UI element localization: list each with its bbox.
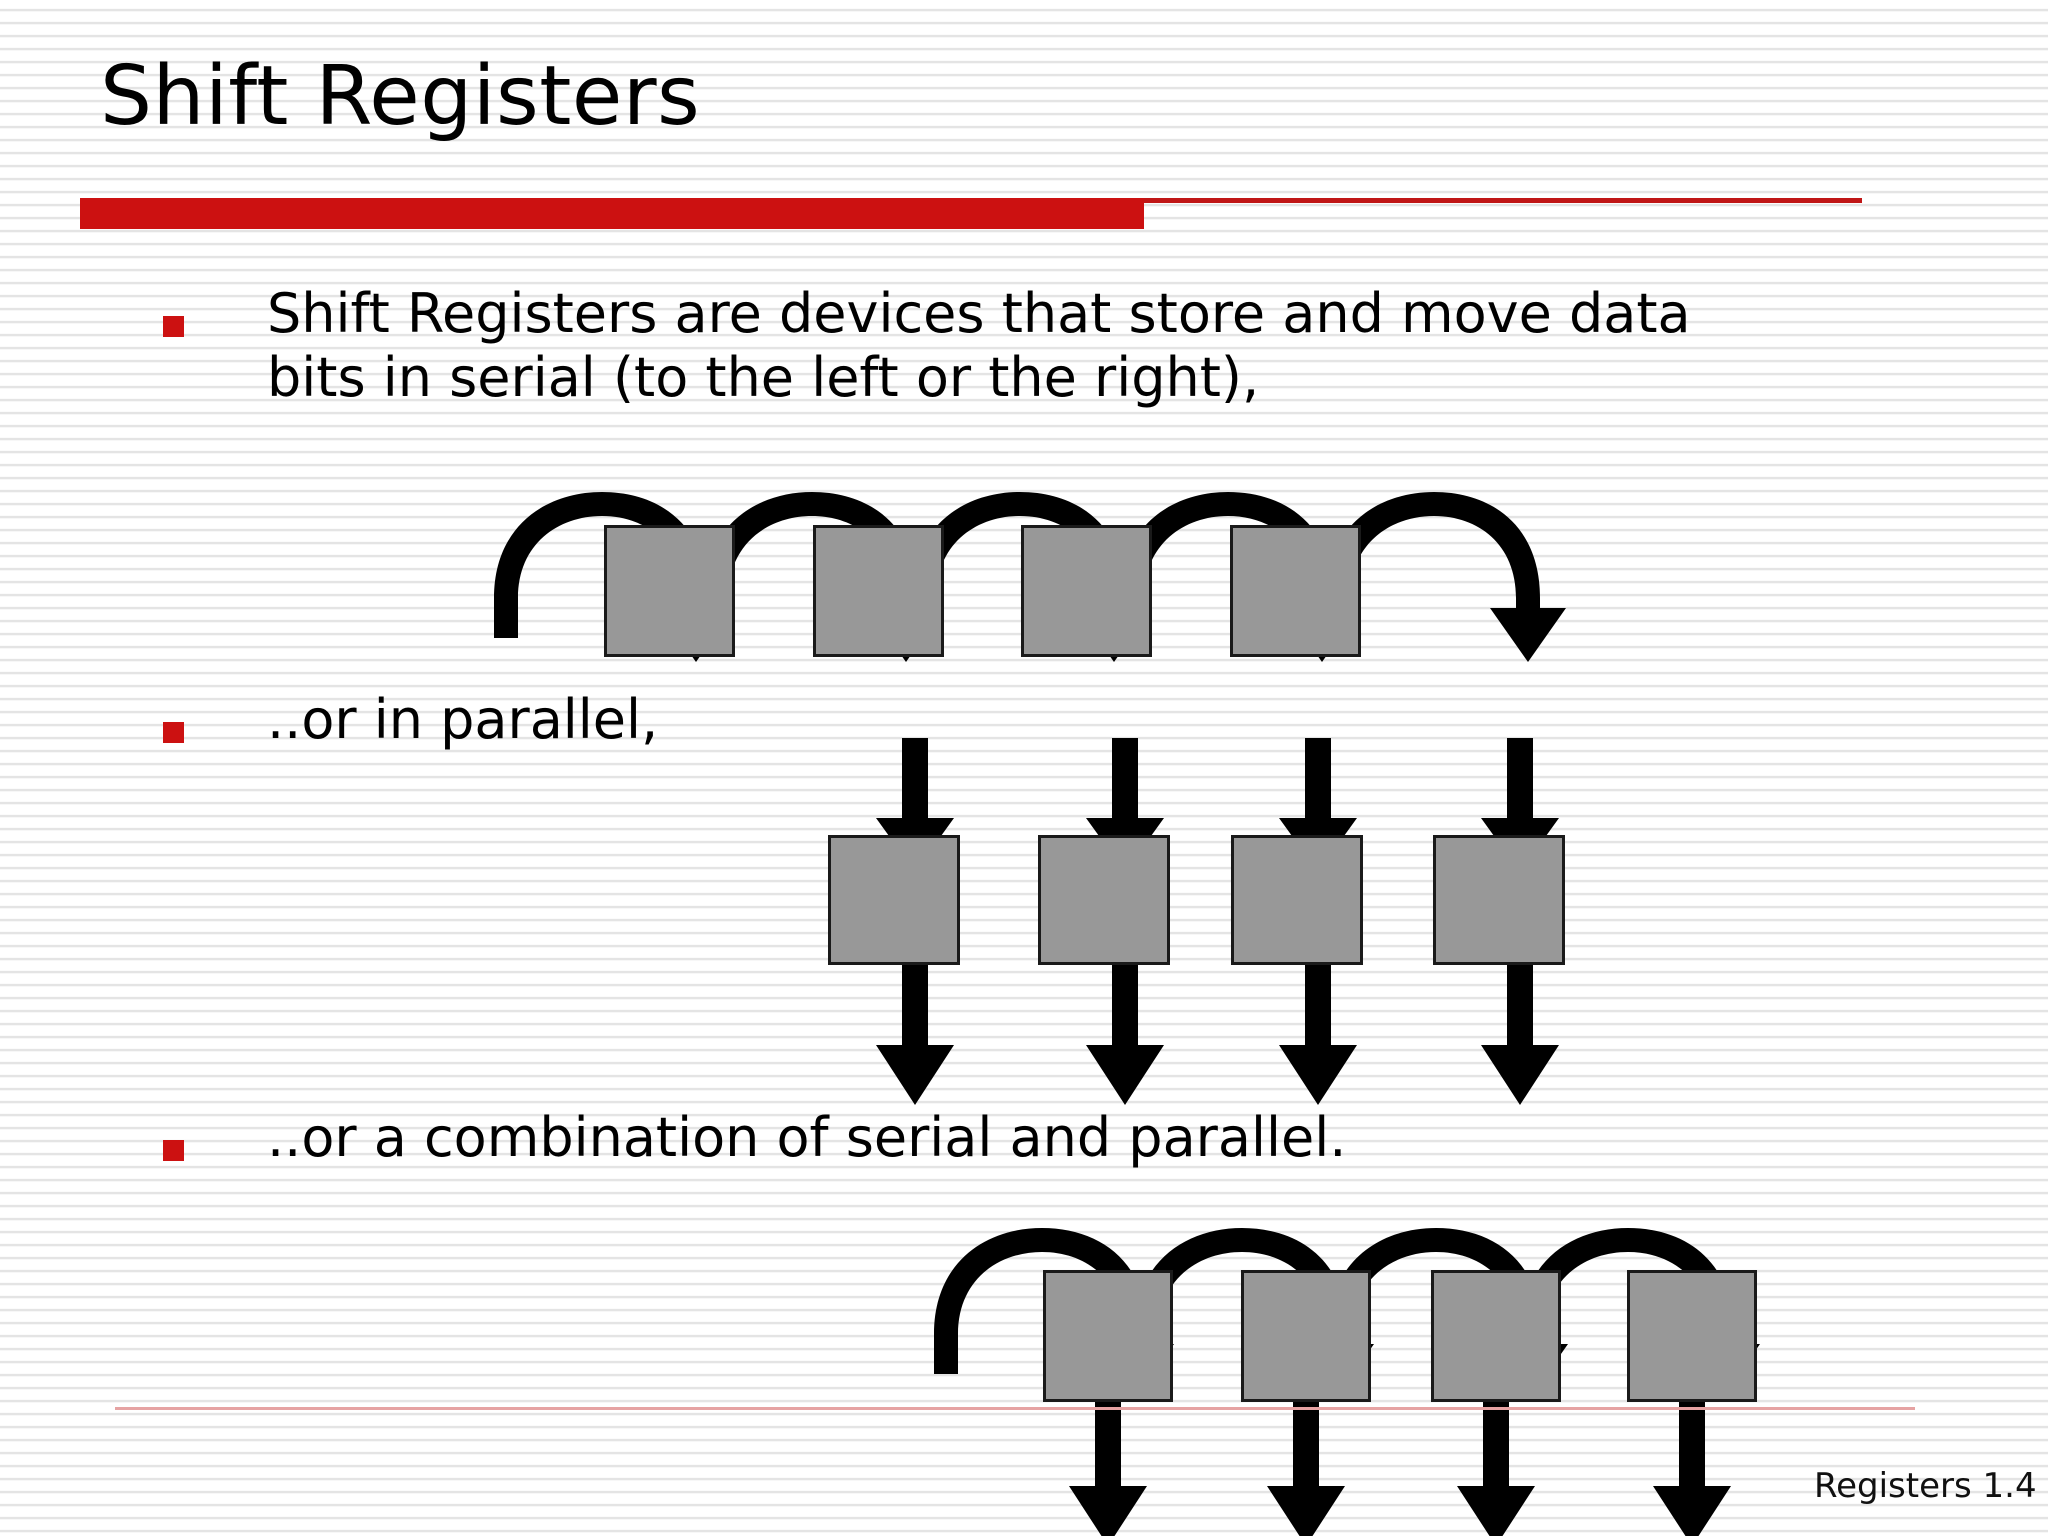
page-title: Shift Registers [100,49,701,144]
register-cell [1043,1270,1173,1402]
footer-label: Registers 1.4 [1814,1466,2037,1506]
footer-divider [115,1407,1915,1410]
register-cell [1231,835,1363,965]
register-cell [1433,835,1565,965]
register-cell [1230,525,1361,657]
down-arrow-icon [1267,1398,1345,1536]
register-cell [1431,1270,1561,1402]
register-cell [1627,1270,1757,1402]
down-arrow-icon [1457,1398,1535,1536]
down-arrow-icon [1481,965,1559,1105]
register-cell [828,835,960,965]
bullet-item-label: ..or a combination of serial and paralle… [267,1106,1347,1169]
register-cell [604,525,735,657]
register-cell [813,525,944,657]
title-underline-thick [80,198,1144,229]
register-cell [1038,835,1170,965]
bullet-item-label: ..or in parallel, [267,688,659,751]
square-bullet-icon [163,1140,184,1161]
down-arrow-icon [876,965,954,1105]
square-bullet-icon [163,316,184,337]
register-cell [1021,525,1152,657]
bullet-item-label: Shift Registers are devices that store a… [267,282,1691,409]
down-arrow-icon [1279,965,1357,1105]
serial-shift-register-diagram [480,460,1566,690]
register-cell [1241,1270,1371,1402]
down-arrow-icon [1653,1398,1731,1536]
square-bullet-icon [163,722,184,743]
parallel-load-register-diagram [820,730,1620,1105]
serial-parallel-combination-diagram [920,1210,1800,1536]
down-arrow-icon [1086,965,1164,1105]
curved-shift-arrow-icon [1326,492,1566,662]
down-arrow-icon [1069,1398,1147,1536]
